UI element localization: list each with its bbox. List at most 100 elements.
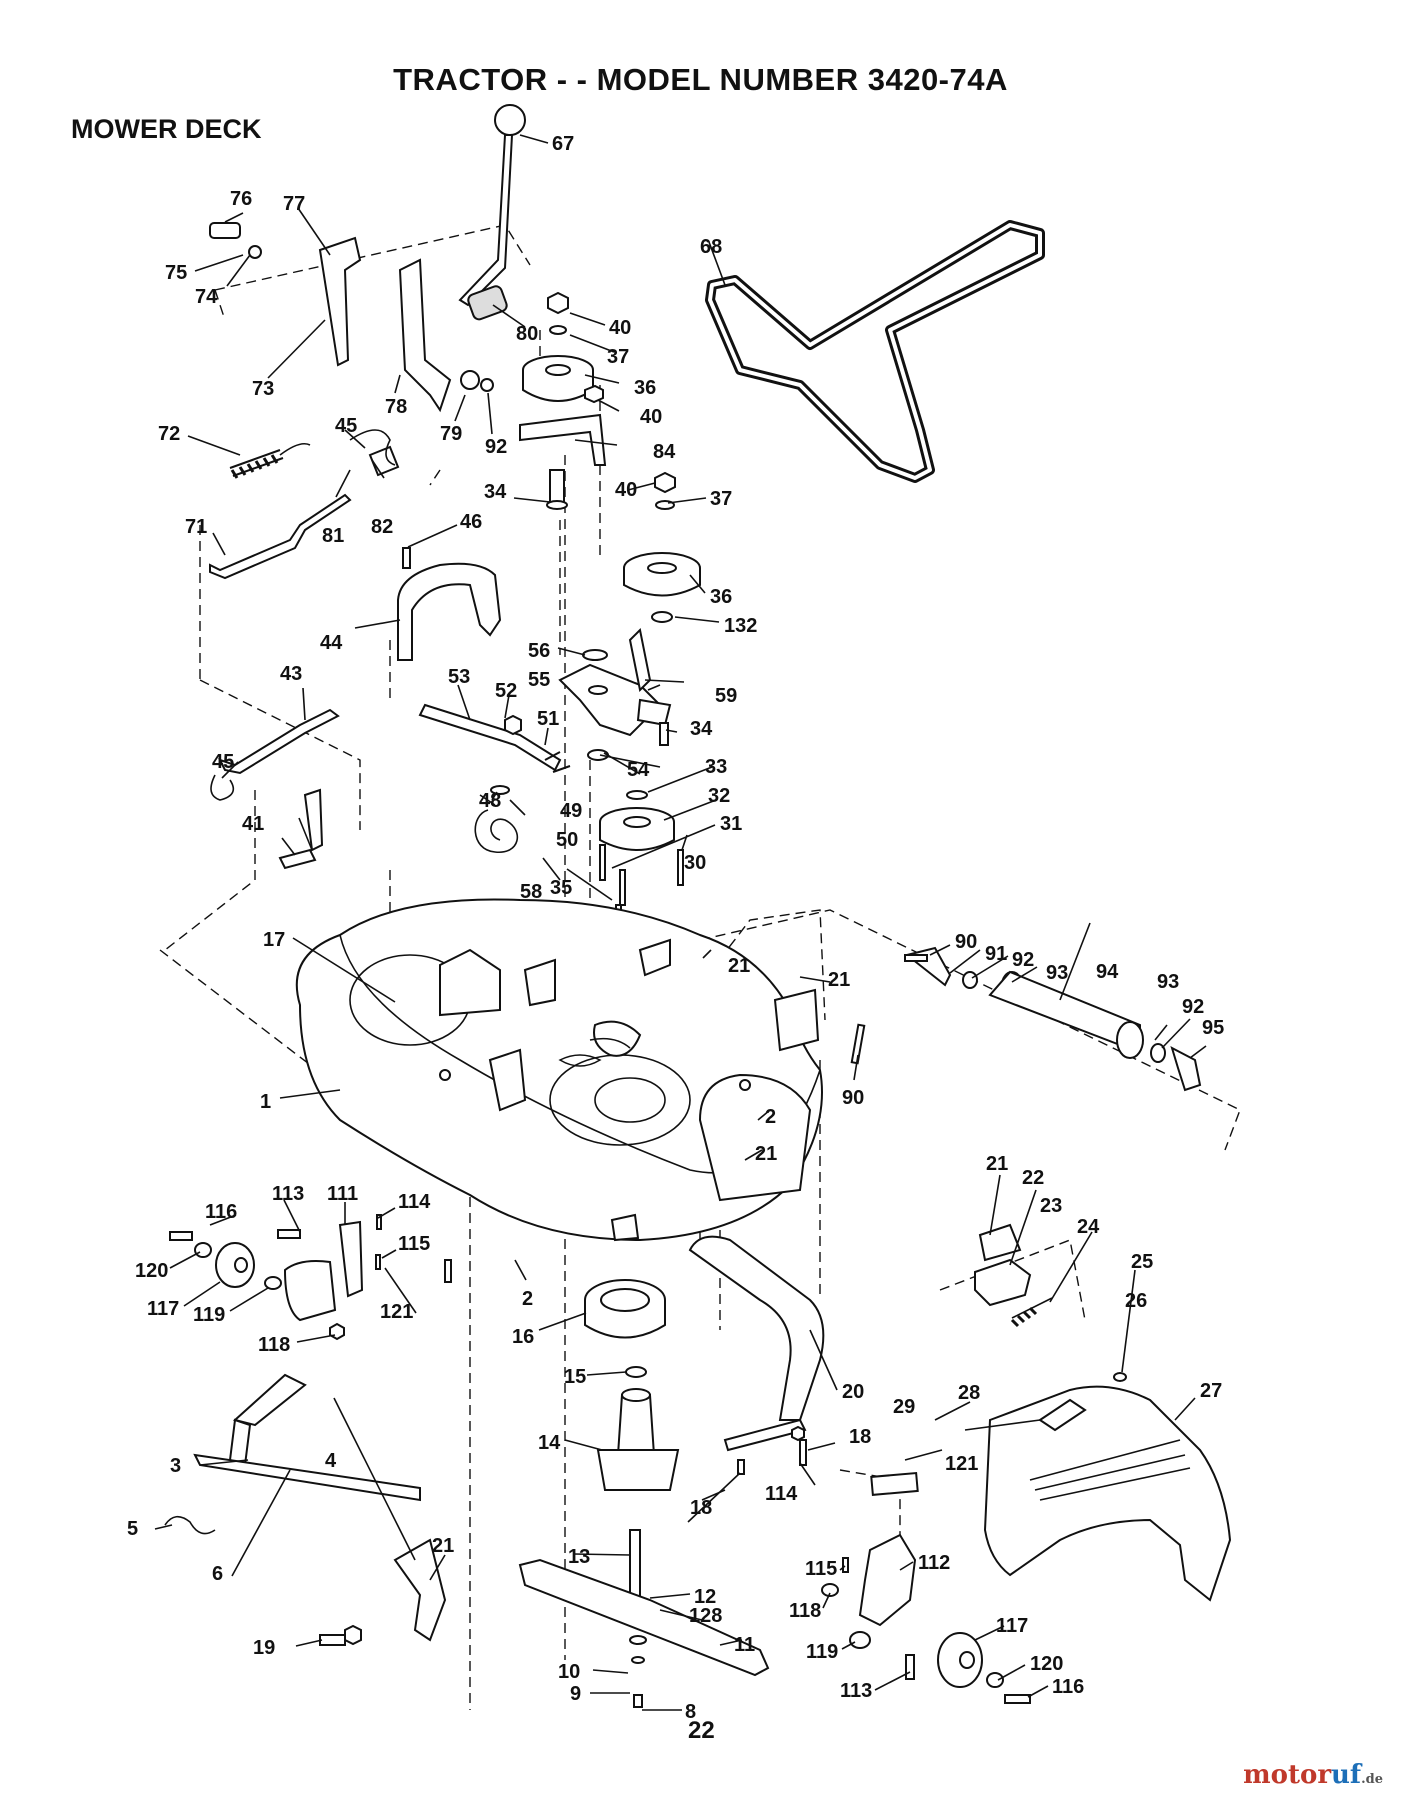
callout-116: 116	[205, 1201, 237, 1223]
callout-120: 120	[135, 1260, 168, 1282]
callout-94: 94	[1096, 961, 1119, 983]
callout-73: 73	[252, 378, 274, 400]
callout-81: 81	[322, 525, 344, 547]
deck-pulley-assembly	[599, 790, 684, 936]
right-gauge-wheel-assembly	[821, 1533, 1031, 1704]
callout-112: 112	[918, 1552, 950, 1574]
callout-3: 3	[170, 1455, 181, 1477]
callout-45: 45	[335, 415, 357, 437]
callout-5: 5	[127, 1518, 138, 1540]
idler-arm-assembly	[418, 627, 672, 853]
callout-29: 29	[893, 1396, 915, 1418]
callout-59: 59	[715, 685, 737, 707]
callout-1: 1	[260, 1091, 271, 1113]
callout-21: 21	[728, 955, 750, 977]
callout-113b: 113	[840, 1680, 872, 1702]
callout-40: 40	[609, 317, 631, 339]
callout-121b: 121	[945, 1453, 978, 1475]
callout-51: 51	[537, 708, 559, 730]
callout-53: 53	[448, 666, 470, 688]
callout-72: 72	[158, 423, 180, 445]
spring-and-rod-parts	[209, 429, 400, 870]
callout-6: 6	[212, 1563, 223, 1585]
callout-116b: 116	[1052, 1676, 1084, 1698]
callout-111: 111	[327, 1183, 358, 1205]
callout-14: 14	[538, 1432, 561, 1454]
callout-119: 119	[193, 1304, 225, 1326]
callout-27: 27	[1200, 1380, 1222, 1402]
callout-71: 71	[185, 516, 207, 538]
callout-2: 2	[765, 1106, 776, 1128]
callout-58: 58	[520, 881, 542, 903]
callout-114b: 114	[765, 1483, 798, 1505]
section-title: MOWER DECK	[71, 114, 262, 144]
discharge-chute-assembly	[964, 1223, 1232, 1602]
callout-54: 54	[627, 759, 650, 781]
callout-132: 132	[724, 615, 757, 637]
callout-92: 92	[485, 436, 507, 458]
callout-32: 32	[708, 785, 730, 807]
callout-8: 8	[685, 1701, 696, 1723]
callout-46: 46	[460, 511, 482, 533]
callout-44: 44	[320, 632, 343, 654]
deck-lift-handle	[209, 104, 526, 413]
assembly-guide-lines	[159, 224, 1241, 1710]
callout-90: 90	[955, 931, 977, 953]
callout-93b: 93	[1157, 971, 1179, 993]
callout-26: 26	[1125, 1290, 1147, 1312]
callout-93: 93	[1046, 962, 1068, 984]
callout-21c: 21	[755, 1143, 777, 1165]
callout-15: 15	[564, 1366, 586, 1388]
page-number: 22	[688, 1717, 715, 1744]
callout-52: 52	[495, 680, 517, 702]
callout-114: 114	[398, 1191, 431, 1213]
spindle-and-blade-assembly	[518, 1279, 770, 1708]
callout-34: 34	[484, 481, 507, 503]
callout-115b: 115	[805, 1558, 837, 1580]
callout-36b: 36	[710, 586, 732, 608]
callout-120b: 120	[1030, 1653, 1063, 1675]
callout-79: 79	[440, 423, 462, 445]
callout-11: 11	[734, 1634, 755, 1656]
callout-9: 9	[570, 1683, 581, 1705]
callout-55: 55	[528, 669, 550, 691]
callout-91: 91	[985, 943, 1007, 965]
callout-82: 82	[371, 516, 393, 538]
watermark-part1: motor	[1243, 1760, 1332, 1790]
callout-40b: 40	[640, 406, 662, 428]
callout-labels: 67 76 77 75 74 73 78 79 92 80 40 37 36 4…	[127, 133, 1224, 1744]
callout-35: 35	[550, 877, 572, 899]
left-gauge-wheel-assembly	[169, 1214, 452, 1341]
callout-20: 20	[842, 1381, 864, 1403]
callout-68: 68	[700, 236, 722, 258]
callout-43: 43	[280, 663, 302, 685]
watermark-logo: motoruf.de	[1243, 1760, 1383, 1790]
callout-40c: 40	[615, 479, 637, 501]
callout-4: 4	[325, 1450, 337, 1472]
callout-92b: 92	[1012, 949, 1034, 971]
callout-128: 128	[689, 1605, 722, 1627]
callout-41: 41	[242, 813, 264, 835]
callout-76: 76	[230, 188, 252, 210]
callout-25: 25	[1131, 1251, 1153, 1273]
upper-pulley-assembly	[519, 291, 701, 623]
callout-37b: 37	[710, 488, 732, 510]
callout-117b: 117	[996, 1615, 1028, 1637]
callout-10: 10	[558, 1661, 580, 1683]
callout-28: 28	[958, 1382, 980, 1404]
callout-74: 74	[195, 286, 218, 308]
callout-115: 115	[398, 1233, 430, 1255]
callout-36: 36	[634, 377, 656, 399]
callout-24: 24	[1077, 1216, 1100, 1238]
callout-30: 30	[684, 852, 706, 874]
callout-78: 78	[385, 396, 407, 418]
watermark-suffix: .de	[1361, 1772, 1383, 1787]
drive-belt	[705, 220, 1045, 483]
callout-67: 67	[552, 133, 574, 155]
callout-23: 23	[1040, 1195, 1062, 1217]
callout-13: 13	[568, 1546, 590, 1568]
callout-leader-lines	[154, 134, 1207, 1711]
callout-16: 16	[512, 1326, 534, 1348]
